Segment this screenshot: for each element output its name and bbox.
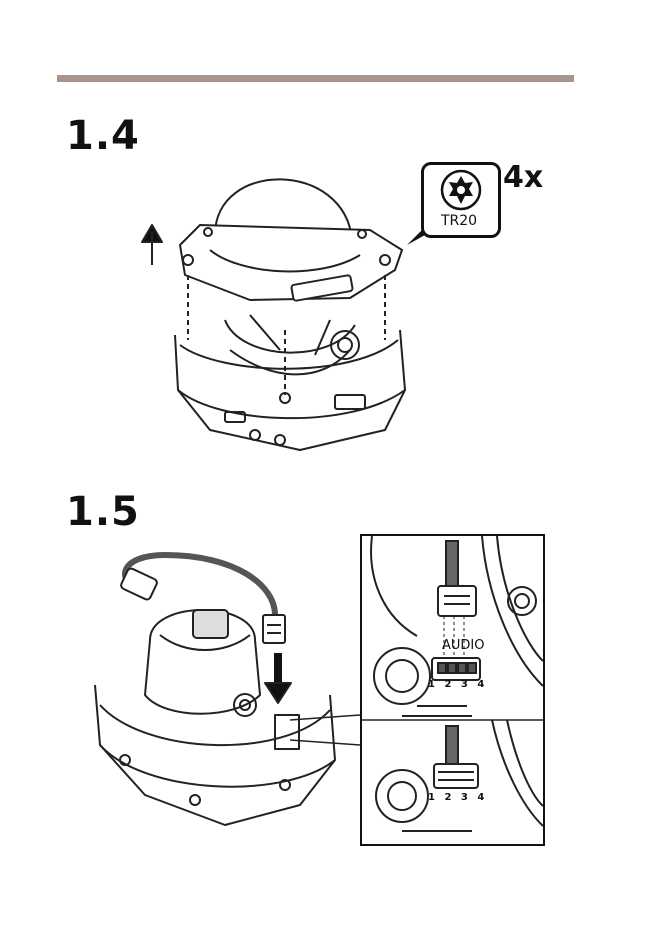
torx-icon <box>440 169 482 211</box>
connector-detail-inset: AUDIO 1 2 3 4 1 2 3 4 <box>360 534 545 846</box>
header-rule <box>57 75 574 82</box>
audio-cable-connection-illustration <box>85 545 365 845</box>
dome-cover-removal-illustration <box>130 150 420 470</box>
connector-pin-numbers-top: 1 2 3 4 <box>428 679 487 690</box>
screw-quantity: 4x <box>503 160 543 195</box>
connector-pin-numbers-bottom: 1 2 3 4 <box>428 792 487 803</box>
step-number-1-5: 1.5 <box>66 492 140 532</box>
audio-connector-label: AUDIO <box>442 638 485 653</box>
step-number-1-4: 1.4 <box>66 116 140 156</box>
tool-name: TR20 <box>433 213 485 229</box>
